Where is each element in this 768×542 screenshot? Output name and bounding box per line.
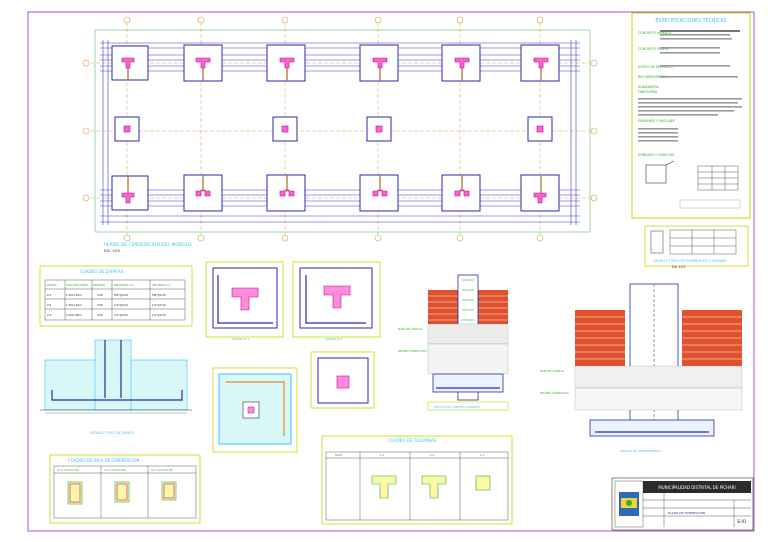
- footings-cell-2-3: 1/2"@0.25: [114, 313, 128, 317]
- columns-table-title: CUADRO DE COLUMNAS: [388, 438, 437, 443]
- footings-header-2: ESPESOR: [93, 283, 105, 287]
- title-block-code: E-01: [737, 519, 747, 524]
- stirrup-detail-scale: Esc 1/25: [672, 265, 686, 269]
- muro-label-1: MURO DE LADRILLO: [398, 328, 422, 331]
- spec-line-1: CONCRETO SIMPLE: [638, 47, 668, 51]
- columns-header-2: C-2: [430, 453, 435, 457]
- wall-foundation-section-2: DETALLE DE SOBRECIMIENTO MURO DE LADRILL…: [540, 283, 743, 453]
- beams-col-0: VC-1 (0.25x0.50): [57, 468, 79, 472]
- footings-cell-0-4: 5/8"@0.20: [152, 293, 166, 297]
- muro-label-2: MURO DE LADRILLO: [540, 370, 564, 373]
- spec-line-3: RECUBRIMIENTOS: [638, 75, 667, 79]
- z2-label: ZAPATA Z-2: [325, 337, 342, 341]
- spec-line-7: DOBLADO Y GANCHOS: [638, 153, 674, 157]
- footings-cell-0-1: 1.50x1.50m: [66, 293, 82, 297]
- footings-cell-1-3: 1/2"@0.20: [114, 303, 128, 307]
- footings-cell-1-0: Z-2: [47, 303, 52, 307]
- sobrecimiento-title: DETALLE DE SOBRECIMIENTO: [620, 449, 662, 453]
- columns-header-3: C-3: [480, 453, 485, 457]
- spec-line-5: TABIQUERIA: [637, 90, 658, 94]
- footings-header-3: REFUERZO X-X: [114, 283, 133, 287]
- spec-line-0: CONCRETO ARMADO: [638, 31, 672, 35]
- spec-line-4: ALBAÑILERIA: [638, 84, 660, 89]
- title-block-sheet-name: PLANO DE CIMENTACION: [668, 511, 705, 515]
- specifications-panel: ESPECIFICACIONES TECNICAS CONCRETO ARMAD…: [631, 12, 751, 219]
- footings-cell-1-1: 1.20x1.20m: [66, 303, 82, 307]
- footing-detail-title: DETALLE TIPICO DE ZAPATA: [90, 431, 135, 435]
- footings-cell-2-0: Z-3: [47, 313, 52, 317]
- footings-cell-0-0: Z-1: [47, 293, 52, 297]
- z1-label: ZAPATA Z-1: [232, 337, 249, 341]
- beams-table-title: CUADRO DE VIGA DE CIMENTACION: [68, 458, 139, 463]
- sheet-border: [27, 11, 755, 532]
- spec-line-6: EMPALMES Y ANCLAJES: [638, 119, 675, 123]
- footings-cell-0-3: 5/8"@0.20: [114, 293, 128, 297]
- footing-plan-details: ZAPATA Z-1 ZAPATA Z-2: [205, 261, 381, 453]
- title-block-entity: MUNICIPALIDAD DISTRITAL DE PICHARI: [658, 485, 735, 490]
- municipal-seal-icon: [619, 492, 639, 516]
- specs-title: ESPECIFICACIONES TECNICAS: [655, 18, 726, 24]
- footings-cell-2-4: 1/2"@0.25: [152, 313, 166, 317]
- wall-foundation-section-1: DETALLE DE CIMIENTO CORRIDO MURO DE LADR…: [398, 274, 509, 411]
- footings-cell-1-4: 1/2"@0.20: [152, 303, 166, 307]
- beams-col-1: VC-2 (0.25x0.40): [104, 468, 126, 472]
- footings-table: CUADRO DE ZAPATAS ZAPATA COTA DE FONDO E…: [39, 265, 193, 327]
- footings-cell-1-2: 0.50: [97, 303, 103, 307]
- foundation-plan: PLANO DE CIMENTACION DEL MODULO ESC 1/50: [82, 16, 598, 253]
- stirrup-detail-title: DETALLE TIPICO DE ESTRIBOS EN COLUMNAS: [654, 259, 726, 263]
- columns-header-1: C-1: [380, 453, 385, 457]
- stirrup-detail: DETALLE TIPICO DE ESTRIBOS EN COLUMNAS E…: [644, 225, 749, 269]
- beams-col-2: VC-3 (0.25x0.30): [151, 468, 173, 472]
- cimiento-title: DETALLE DE CIMIENTO CORRIDO: [434, 405, 481, 409]
- footings-header-1: COTA DE FONDO: [66, 283, 88, 287]
- columns-table: CUADRO DE COLUMNAS NIVEL C-1 C-2 C-3: [321, 435, 513, 525]
- columns-header-0: NIVEL: [335, 453, 343, 457]
- spec-line-2: ACERO DE REFUERZO: [638, 65, 673, 69]
- footing-section-detail: DETALLE TIPICO DE ZAPATA: [40, 339, 192, 440]
- footings-header-0: ZAPATA: [47, 283, 57, 287]
- relleno-label-1: RELLENO COMPACTADO: [398, 350, 427, 353]
- footings-cell-2-1: 1.00x1.00m: [66, 313, 82, 317]
- footings-header-4: REFUERZO Y-Y: [152, 283, 171, 287]
- footings-cell-0-2: 0.50: [97, 293, 103, 297]
- plan-scale: ESC 1/50: [104, 249, 120, 253]
- footings-table-title: CUADRO DE ZAPATAS: [80, 269, 124, 274]
- title-block: MUNICIPALIDAD DISTRITAL DE PICHARI PLANO…: [611, 477, 754, 531]
- foundation-beams-table: CUADRO DE VIGA DE CIMENTACION VC-1 (0.25…: [49, 454, 201, 524]
- plan-title: PLANO DE CIMENTACION DEL MODULO: [104, 242, 192, 248]
- relleno-label-2: RELLENO COMPACTADO: [540, 392, 569, 395]
- footings-cell-2-2: 0.50: [97, 313, 103, 317]
